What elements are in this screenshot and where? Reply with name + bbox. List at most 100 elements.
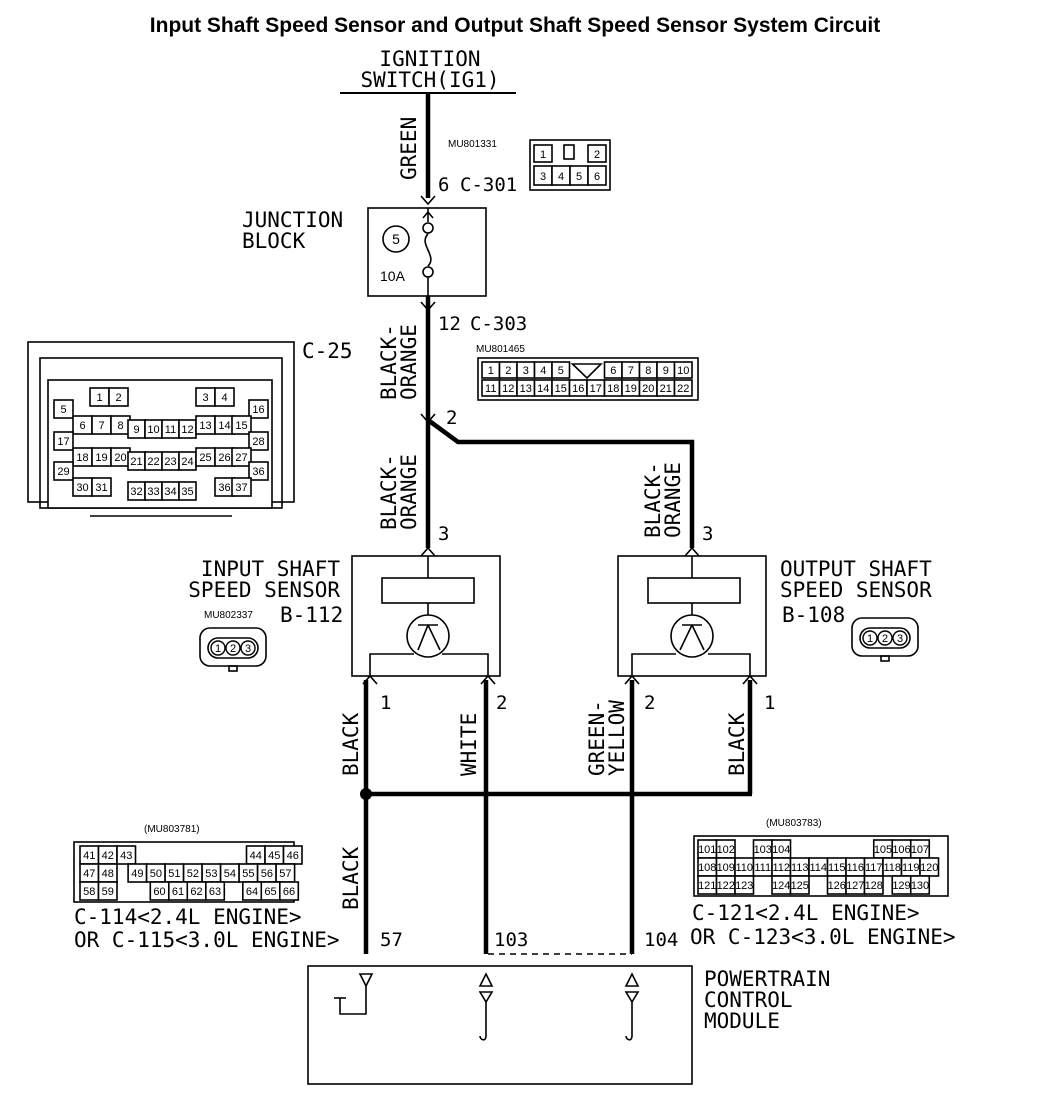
c121-pin-128: 128 [865,880,883,892]
c303-pin-12: 12 [502,383,514,395]
c303-name: C-303 [470,313,527,335]
pcm-pin-104: 104 [644,929,678,951]
c114-pin-66: 66 [283,886,295,898]
junction-label-line2: BLOCK [242,229,306,253]
c303-pin-14: 14 [537,383,549,395]
c25-pin-23: 23 [164,456,176,468]
c25-pin-6: 6 [79,420,85,432]
c25-pin-19: 19 [95,452,107,464]
c114-pin-59: 59 [102,886,114,898]
b112-pin-3: 3 [245,643,251,655]
c301-pin-2: 2 [594,149,600,161]
c114-pin-41: 41 [83,850,95,862]
c303-pin-3: 3 [523,365,529,377]
c121-pin-107: 107 [911,844,929,856]
c121-pin-101: 101 [698,844,716,856]
c121-pin-118: 118 [883,862,901,874]
c114-pin-44: 44 [250,850,262,862]
c25-pin-24: 24 [181,456,193,468]
c303-pin-20: 20 [642,383,654,395]
connector-arrow-c303 [420,301,436,312]
junction-block: JUNCTION BLOCK 5 10A [242,207,487,297]
c303-pin-22: 22 [677,383,689,395]
output-sensor-label-line1: OUTPUT SHAFT [780,557,932,581]
pcm-ground-terminal-icon [358,973,374,988]
c301-pin-4: 4 [558,171,564,183]
ground-splice-dot [360,788,372,800]
c121-pin-109: 109 [717,862,735,874]
wire-label-black-3: BLACK [339,846,363,910]
c25-pin-16: 16 [252,404,264,416]
c114-pin-64: 64 [246,886,258,898]
c25-pin-5: 5 [60,404,66,416]
c121-pin-124: 124 [772,880,790,892]
c25-pin-25: 25 [199,452,211,464]
pcm-label-line2: CONTROL [704,988,793,1012]
wire-label-green-yellow-1: GREEN- [585,700,609,776]
c25-pin-20: 20 [114,452,126,464]
c114-pin-61: 61 [172,886,184,898]
ignition-label-line2: SWITCH(IG1) [360,68,499,92]
fuse-number-circle [382,225,410,253]
c25-pin-26: 26 [218,452,230,464]
c121-pin-117: 117 [865,862,883,874]
c303-pin-15: 15 [555,383,567,395]
pcm-label-line3: MODULE [704,1009,780,1033]
c114-label-line2: OR C-115<3.0L ENGINE> [74,928,340,952]
c114-pin-58: 58 [83,886,95,898]
c25-pin-1: 1 [96,392,102,404]
c303-pin-6: 6 [610,365,616,377]
c121-part-number: (MU803783) [766,818,822,829]
wire-label-black-1: BLACK [339,712,363,776]
input-sensor-pin-3: 3 [438,523,449,545]
c303-pin-16: 16 [572,383,584,395]
c303-pin-10: 10 [677,365,689,377]
fuse-number: 5 [392,231,400,247]
c303-pin-21: 21 [660,383,672,395]
c25-pin-13: 13 [199,420,211,432]
c121-label-line2: OR C-123<3.0L ENGINE> [690,925,956,949]
c121-pin-115: 115 [828,862,846,874]
c303-pin: 12 [438,313,461,335]
wire-label-black-orange-a2: ORANGE [397,324,421,400]
c114-pin-48: 48 [102,868,114,880]
c121-pin-105: 105 [874,844,892,856]
c25-pin-36: 36 [252,466,264,478]
connector-arrow-c301 [420,195,436,206]
c114-pin-43: 43 [120,850,132,862]
c25-pin-4: 4 [221,392,227,404]
c121-pin-120: 120 [920,862,938,874]
c114-pin-65: 65 [264,886,276,898]
c303-pin-13: 13 [520,383,532,395]
c114-pin-62: 62 [190,886,202,898]
c25-pin-22: 22 [147,456,159,468]
c303-pin-5: 5 [558,365,564,377]
c25-pin-27: 27 [235,452,247,464]
wire-label-white: WHITE [457,713,481,776]
c25-pin-3: 3 [202,392,208,404]
c114-pin-54: 54 [224,868,236,880]
wire-label-black-orange-b1: BLACK- [377,454,401,530]
c25-pin-8: 8 [117,420,123,432]
c121-pin-127: 127 [846,880,864,892]
c25-pin-32: 32 [130,486,142,498]
input-sensor-pin-2: 2 [496,692,507,714]
input-sensor-label-line2: SPEED SENSOR [188,578,340,602]
b108-pin-3: 3 [897,633,903,645]
pcm-input-terminal-103-icon [478,972,494,987]
c114-pin-63: 63 [209,886,221,898]
c25-pin-2: 2 [115,392,121,404]
c25-pin-10: 10 [147,424,159,436]
c301-pin-6: 6 [594,171,600,183]
c25-pin-35: 35 [181,486,193,498]
input-sensor-pin-1: 1 [380,692,391,714]
wire-label-black-2: BLACK [725,712,749,776]
c114-pin-53: 53 [205,868,217,880]
c25-pin-21: 21 [130,456,142,468]
c114-pin-47: 47 [83,868,95,880]
c25-pin-18: 18 [76,452,88,464]
c301-pin-1: 1 [540,149,546,161]
